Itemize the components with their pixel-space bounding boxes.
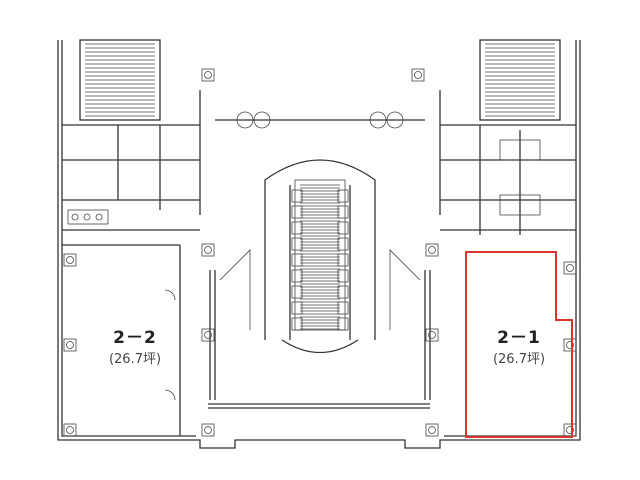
column-core [428, 426, 436, 434]
column [201, 328, 215, 342]
column-core [566, 426, 574, 434]
escalator-panel [337, 205, 349, 219]
unit-2-1-highlight-outline [465, 251, 573, 438]
escalator-panel [291, 317, 303, 331]
escalator-panel [337, 285, 349, 299]
unit-name: 2－2 [113, 328, 157, 348]
escalator-panel [291, 285, 303, 299]
exterior-walls [57, 40, 581, 449]
escalator-panel [337, 221, 349, 235]
column [411, 68, 425, 82]
escalator-panel [291, 237, 303, 251]
escalator-panel [291, 269, 303, 283]
escalator-panel [291, 205, 303, 219]
column [201, 243, 215, 257]
column [63, 423, 77, 437]
unit-name: 2－1 [497, 328, 541, 348]
column [563, 338, 577, 352]
escalator-panel [337, 237, 349, 251]
escalator-panel [291, 189, 303, 203]
column-core [204, 246, 212, 254]
corridor-doors [215, 111, 425, 129]
service-rooms [62, 90, 576, 235]
column [201, 68, 215, 82]
column-core [66, 426, 74, 434]
unit-2-1-label[interactable]: 2－1 (26.7坪) [474, 323, 564, 367]
column [563, 423, 577, 437]
column-core [204, 71, 212, 79]
stair-left [79, 39, 161, 121]
escalator-panel [337, 253, 349, 267]
column-core [566, 341, 574, 349]
escalator-panel [337, 317, 349, 331]
stair-right [479, 39, 561, 121]
column [63, 338, 77, 352]
column [425, 328, 439, 342]
column-core [204, 331, 212, 339]
unit-2-2-walls [62, 244, 181, 436]
unit-area: (26.7坪) [108, 352, 162, 367]
unit-area: (26.7坪) [492, 352, 546, 367]
column-core [428, 331, 436, 339]
escalator-panel [337, 269, 349, 283]
column-core [414, 71, 422, 79]
column [201, 423, 215, 437]
column [425, 243, 439, 257]
column-core [66, 256, 74, 264]
escalator-panel [291, 301, 303, 315]
column-core [66, 341, 74, 349]
column [63, 253, 77, 267]
escalator-panel [291, 221, 303, 235]
atrium-rails [209, 249, 431, 400]
column-core [204, 426, 212, 434]
escalator [264, 159, 376, 354]
columns [63, 68, 577, 437]
escalator-panel [337, 189, 349, 203]
column [425, 423, 439, 437]
column-core [428, 246, 436, 254]
column-core [566, 264, 574, 272]
unit-2-2-label[interactable]: 2－2 (26.7坪) [90, 323, 180, 367]
column [563, 261, 577, 275]
escalator-panel [291, 253, 303, 267]
escalator-panel [337, 301, 349, 315]
